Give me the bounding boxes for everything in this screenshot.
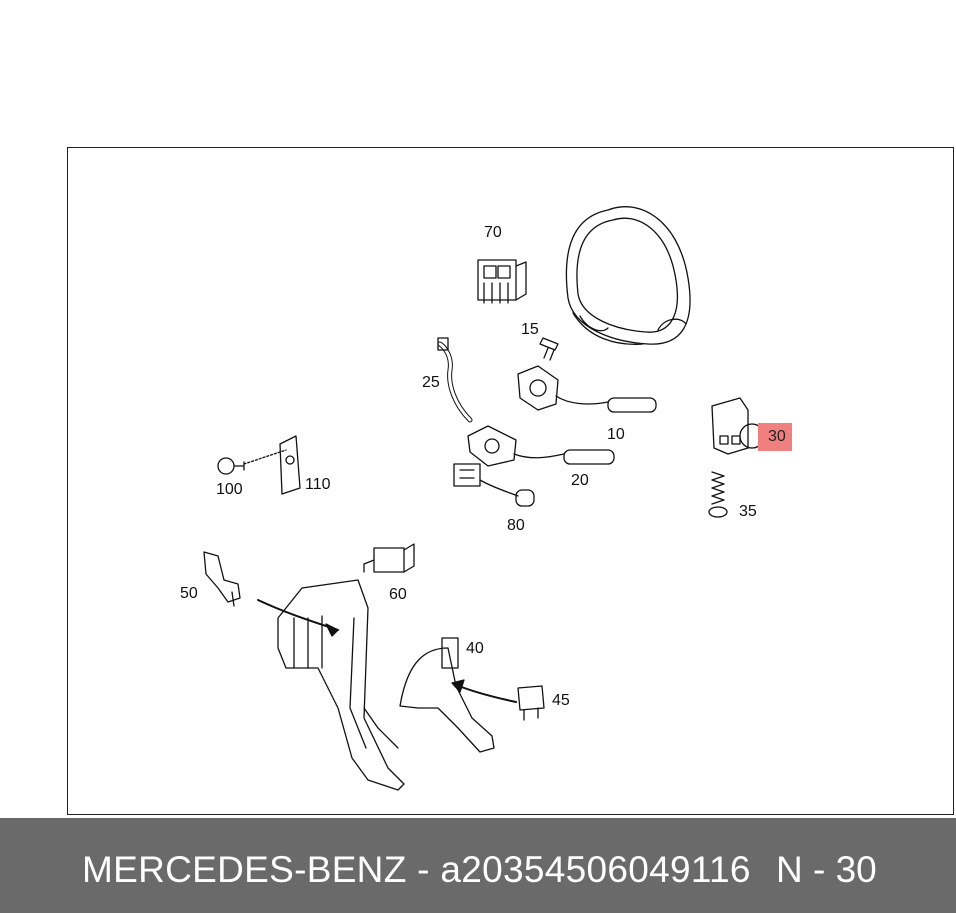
- part-100-110-drawing: [217, 435, 301, 495]
- part-80-drawing: [453, 463, 535, 507]
- part-label-70[interactable]: 70: [484, 224, 502, 241]
- part-35-drawing: [708, 471, 728, 518]
- arrow-to-pedal-arm: [451, 679, 517, 703]
- part-60-drawing: [363, 543, 415, 573]
- part-label-25[interactable]: 25: [422, 374, 440, 391]
- part-50-drawing: [203, 551, 241, 607]
- pedal-assembly-drawing: [277, 579, 405, 791]
- parts-diagram: [203, 206, 765, 791]
- position-number: N - 30: [776, 849, 877, 890]
- parts-diagram-frame: 70 15 25 10 30 20 35 80 100 110 50 60 40…: [67, 147, 954, 815]
- part-label-50[interactable]: 50: [180, 585, 198, 602]
- part-label-45[interactable]: 45: [552, 692, 570, 709]
- part-25-drawing: [437, 337, 473, 423]
- part-label-15[interactable]: 15: [521, 321, 539, 338]
- part-label-10[interactable]: 10: [607, 426, 625, 443]
- steering-wheel-drawing: [565, 206, 691, 345]
- part-label-35[interactable]: 35: [739, 503, 757, 520]
- caption-bar: MERCEDES-BENZ - a20354506049116 N - 30: [0, 818, 956, 913]
- arrow-to-pedal: [257, 599, 339, 637]
- part-label-60[interactable]: 60: [389, 586, 407, 603]
- part-label-110[interactable]: 110: [305, 476, 331, 493]
- part-caption: MERCEDES-BENZ - a20354506049116: [82, 849, 751, 890]
- part-10-drawing: [517, 365, 657, 413]
- part-40-45-drawing: [399, 637, 545, 753]
- part-20-drawing: [467, 425, 615, 467]
- part-30-drawing: [711, 397, 765, 455]
- part-label-30-highlighted[interactable]: 30: [758, 423, 792, 451]
- part-label-80[interactable]: 80: [507, 517, 525, 534]
- part-label-20[interactable]: 20: [571, 472, 589, 489]
- part-70-drawing: [477, 259, 527, 304]
- part-label-40[interactable]: 40: [466, 640, 484, 657]
- part-label-100[interactable]: 100: [216, 481, 243, 498]
- part-15-drawing: [539, 337, 559, 361]
